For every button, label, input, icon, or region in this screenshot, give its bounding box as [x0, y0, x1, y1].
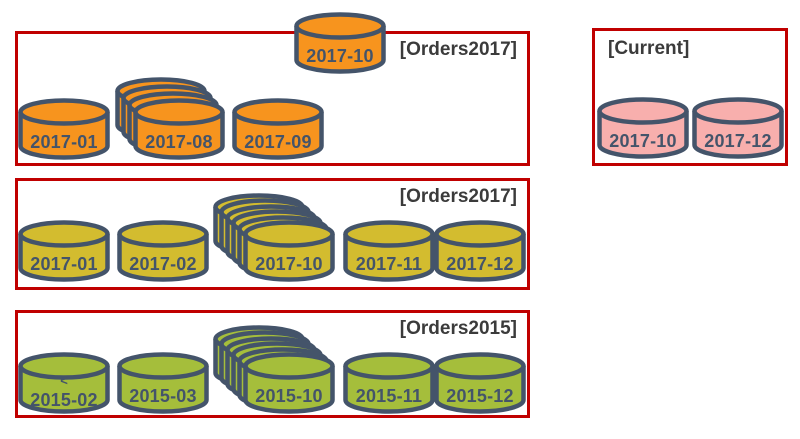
cylinder-label: 2017-11	[355, 254, 423, 274]
section-label: [Orders2015]	[399, 318, 517, 339]
cylinder-2017-01: 2017-01	[18, 98, 110, 160]
cylinder-label: 2017-02	[129, 254, 197, 274]
cylinder-label: 2015-11	[355, 386, 423, 406]
cylinder-stack-2015-10: 2015-10	[213, 325, 335, 414]
orders2017-middle-box: [Orders2017] 2017-01 2017-02	[15, 178, 530, 290]
cylinder-2015-10: 2015-10	[243, 352, 335, 414]
cylinder-stack-2017-10: 2017-10	[213, 193, 335, 282]
cylinder-2017-12-current: 2017-12	[691, 97, 785, 159]
cylinder-2017-12: 2017-12	[434, 220, 526, 282]
cylinder-label: 2017-12	[446, 254, 514, 274]
cylinder-label: 2017-01	[30, 132, 98, 152]
cylinder-2015-12: 2015-12	[434, 352, 526, 414]
cylinder-label: 2015-03	[129, 386, 197, 406]
cylinder-2017-01: 2017-01	[18, 220, 110, 282]
cylinder-label: 2017-10	[306, 46, 374, 66]
cylinder-2017-09: 2017-09	[232, 98, 324, 160]
cylinder-label: 2017-12	[704, 131, 772, 151]
cylinder-label: 2015-12	[446, 386, 514, 406]
cylinder-2017-10-switching: 2017-10	[294, 12, 386, 74]
cylinder-label: 2015-02	[30, 390, 98, 410]
cylinder-prefix: <	[60, 373, 68, 388]
cylinder-stack-2017-08: 2017-08	[115, 77, 225, 160]
cylinder-label: 2017-01	[30, 254, 98, 274]
orders2017-top-box: [Orders2017] 2017-01 2017-08 2017-09	[15, 31, 530, 166]
cylinder-label: 2017-08	[145, 132, 213, 152]
section-label: [Current]	[608, 38, 690, 59]
cylinder-label: 2017-10	[255, 254, 323, 274]
cylinder-label: 2015-10	[255, 386, 323, 406]
cylinder-2015-02: < 2015-02	[18, 352, 110, 414]
orders2015-box: [Orders2015] < 2015-02 2015-03	[15, 310, 530, 418]
current-box: [Current] 2017-10 2017-12	[592, 28, 788, 166]
cylinder-2015-03: 2015-03	[117, 352, 209, 414]
cylinder-2017-10-current: 2017-10	[596, 97, 690, 159]
cylinder-2015-11: 2015-11	[343, 352, 435, 414]
cylinder-2017-11: 2017-11	[343, 220, 435, 282]
cylinder-2017-02: 2017-02	[117, 220, 209, 282]
section-label: [Orders2017]	[399, 186, 517, 207]
cylinder-2017-10: 2017-10	[243, 220, 335, 282]
cylinder-2017-08: 2017-08	[133, 98, 225, 160]
cylinder-label: 2017-09	[244, 132, 312, 152]
cylinder-label: 2017-10	[609, 131, 677, 151]
section-label: [Orders2017]	[399, 39, 517, 60]
